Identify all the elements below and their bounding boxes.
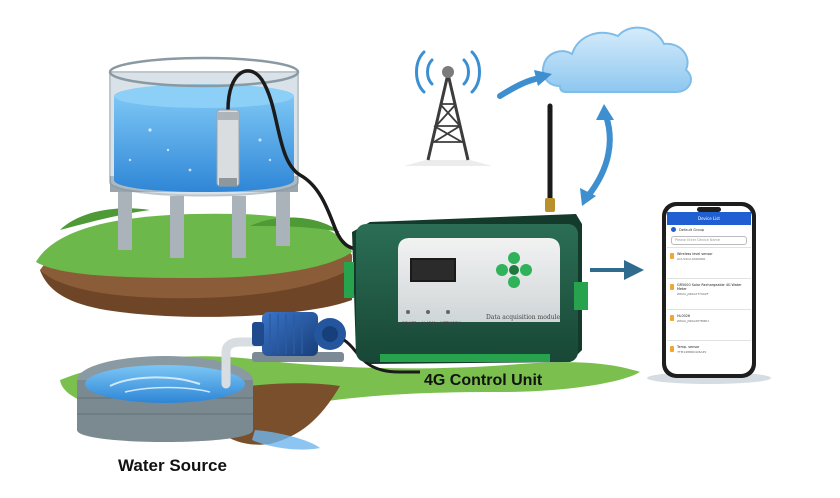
upper-hill: [36, 208, 352, 317]
sensor-icon: [670, 284, 674, 290]
device-id: ZW2A_JW0A2P7M6P1: [677, 319, 710, 323]
water-pump: [252, 312, 346, 362]
device-id: ZW2A_JW0A2T7002F: [677, 292, 709, 296]
device-id: Ant-5412-0000000: [677, 257, 706, 261]
intake-pipe: [221, 337, 267, 389]
device-id: 7TM1488R0426AP1: [677, 350, 707, 354]
cloud-upper-arrowhead: [596, 104, 614, 120]
group-icon: [671, 227, 676, 232]
cloud-to-device-arrow: [585, 113, 613, 199]
elevated-water-tank: [108, 56, 300, 258]
level-sensor: [216, 69, 369, 252]
phone-group-row[interactable]: Default Group: [667, 225, 751, 234]
water-source-label: Water Source: [118, 456, 227, 475]
phone-group-label: Default Group: [679, 227, 705, 232]
device-name: HL0026: [677, 314, 691, 318]
device-button-network-label: NETWORK: [440, 321, 461, 326]
device-to-phone-arrowhead: [624, 260, 644, 280]
data-flow-arrows: [497, 75, 613, 199]
tower-to-cloud-arrow: [497, 75, 543, 99]
device-button-power-label: POWER: [402, 321, 417, 326]
phone-list-item[interactable]: HL0026 ZW2A_JW0A2P7M6P1: [667, 309, 751, 340]
smartphone-icon: [647, 202, 771, 384]
phone-list-item[interactable]: GR5000 Solar Rechargeable 4G Water Meter…: [667, 278, 751, 309]
phone-header: Device List: [667, 212, 751, 225]
sensor-icon: [670, 346, 674, 352]
phone-list-item[interactable]: Temp. sensor 7TM1488R0426AP1: [667, 340, 751, 371]
device-name: Wireless level sensor: [677, 252, 713, 256]
cell-tower-icon: [404, 50, 492, 166]
phone-screen: Device List Default Group Please Enter D…: [667, 212, 751, 372]
tower-to-cloud-arrowhead: [534, 70, 552, 86]
device-name: Temp. sensor: [677, 345, 700, 349]
control-unit-label: 4G Control Unit: [424, 372, 543, 389]
device-lower-arrowhead: [580, 188, 596, 206]
sensor-icon: [670, 253, 674, 259]
device-name: GR5000 Solar Rechargeable 4G Water Meter: [677, 283, 742, 291]
water-source-tank: [77, 356, 320, 450]
device-panel-label: Data acquisition module: [486, 314, 561, 321]
phone-list-item[interactable]: Wireless level sensor Ant-5412-0000000: [667, 247, 751, 278]
cloud-icon: [542, 26, 692, 93]
phone-search-input[interactable]: Please Enter Device Name: [671, 236, 747, 245]
device-button-alarm-label: ALARM: [421, 321, 436, 326]
sensor-icon: [670, 315, 674, 321]
control-unit: [344, 103, 588, 364]
